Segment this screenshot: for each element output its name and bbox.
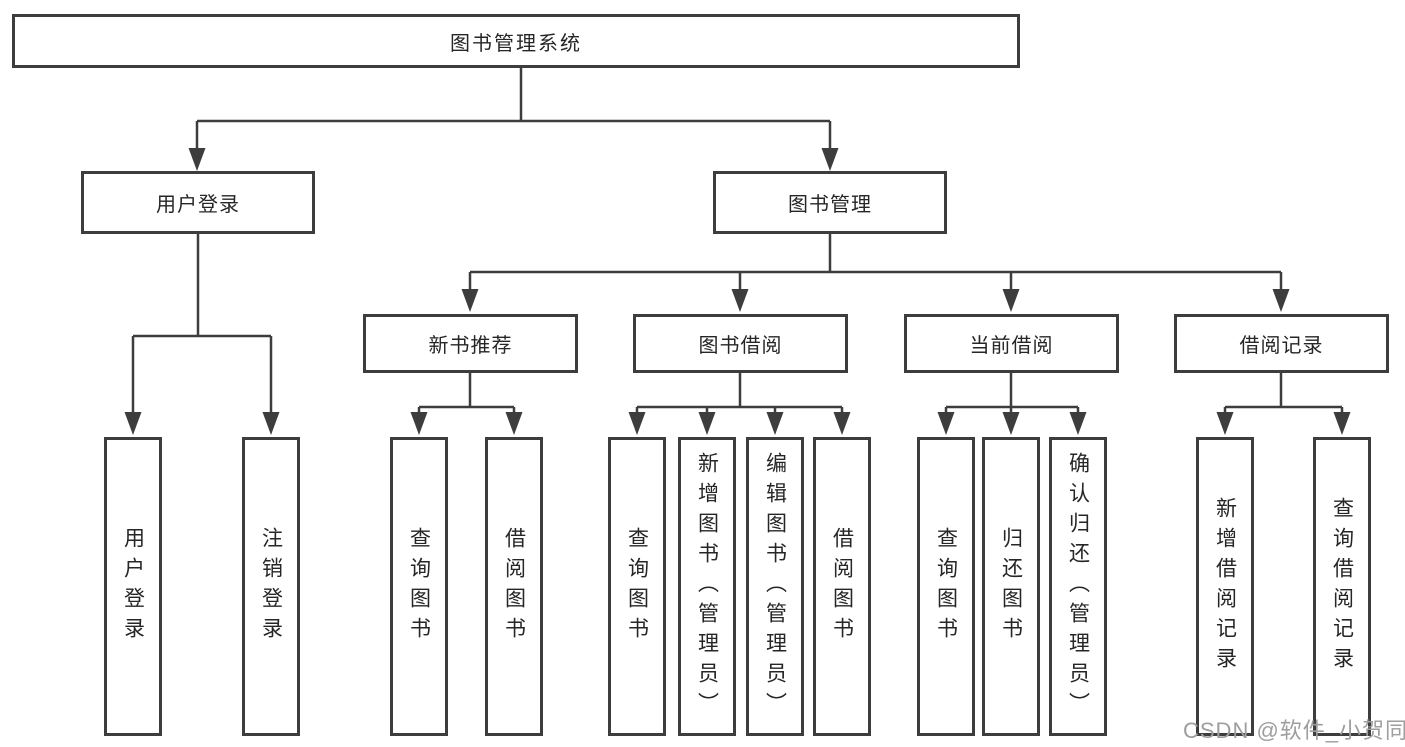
- current-borrowing-label: 当前借阅: [969, 335, 1054, 357]
- leaf-user-login: 用户登录: [104, 437, 162, 736]
- leaf-return-books-label: 归还图书: [999, 526, 1023, 647]
- node-book-borrowing: 图书借阅: [633, 314, 848, 373]
- leaf-add-books-admin-label: 新增图书（管理员）: [695, 451, 719, 722]
- leaf-edit-books-admin: 编辑图书（管理员）: [746, 437, 804, 736]
- leaf-query-books-recommend-label: 查询图书: [407, 526, 431, 647]
- leaf-query-borrow-record: 查询借阅记录: [1313, 437, 1371, 736]
- leaf-confirm-return-admin: 确认归还（管理员）: [1049, 437, 1107, 736]
- root-label: 图书管理系统: [450, 32, 582, 55]
- leaf-query-books-recommend: 查询图书: [390, 437, 448, 736]
- leaf-edit-books-admin-label: 编辑图书（管理员）: [763, 451, 787, 722]
- node-current-borrowing: 当前借阅: [904, 314, 1119, 373]
- node-book-management: 图书管理: [713, 171, 947, 234]
- user-login-label: 用户登录: [156, 194, 240, 216]
- book-management-label: 图书管理: [788, 194, 872, 216]
- csdn-watermark: CSDN @软件_小贺同学: [1183, 718, 1405, 743]
- node-borrowing-records: 借阅记录: [1174, 314, 1389, 373]
- leaf-user-login-label: 用户登录: [121, 526, 145, 647]
- leaf-borrow-books-label: 借阅图书: [830, 526, 854, 647]
- node-root: 图书管理系统: [12, 14, 1020, 68]
- leaf-query-books-current-label: 查询图书: [934, 526, 958, 647]
- book-borrowing-label: 图书借阅: [698, 335, 783, 357]
- leaf-borrow-books: 借阅图书: [813, 437, 871, 736]
- leaf-add-books-admin: 新增图书（管理员）: [678, 437, 736, 736]
- node-new-book-recommendation: 新书推荐: [363, 314, 578, 373]
- leaf-query-books-borrowing: 查询图书: [608, 437, 666, 736]
- leaf-logout-label: 注销登录: [259, 526, 283, 647]
- leaf-add-borrow-record-label: 新增借阅记录: [1213, 496, 1237, 677]
- leaf-query-books-borrowing-label: 查询图书: [625, 526, 649, 647]
- borrowing-records-label: 借阅记录: [1239, 335, 1324, 357]
- leaf-borrow-books-recommend: 借阅图书: [485, 437, 543, 736]
- leaf-return-books: 归还图书: [982, 437, 1040, 736]
- leaf-borrow-books-recommend-label: 借阅图书: [502, 526, 526, 647]
- leaf-logout: 注销登录: [242, 437, 300, 736]
- leaf-query-books-current: 查询图书: [917, 437, 975, 736]
- node-user-login: 用户登录: [81, 171, 315, 234]
- leaf-add-borrow-record: 新增借阅记录: [1196, 437, 1254, 736]
- leaf-confirm-return-admin-label: 确认归还（管理员）: [1066, 451, 1090, 722]
- leaf-query-borrow-record-label: 查询借阅记录: [1330, 496, 1354, 677]
- new-book-recommendation-label: 新书推荐: [428, 335, 513, 357]
